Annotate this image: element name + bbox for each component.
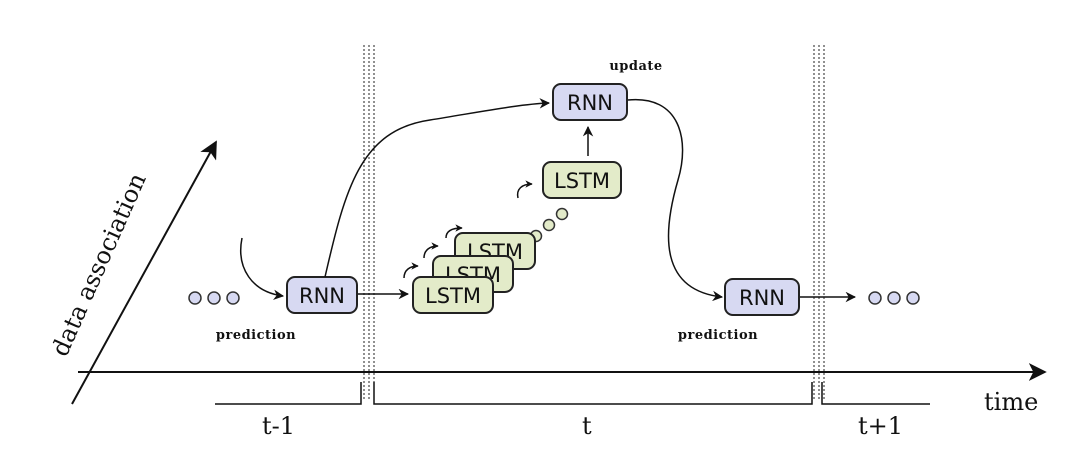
ellipsis-dots-right [868,291,920,305]
prediction-label-right: prediction [678,328,758,343]
input-arrow-left [240,237,285,300]
rnn-prediction-right: RNN [724,278,800,316]
time-step-t: t [582,412,592,440]
lstm-top: LSTM [542,161,622,199]
data-association-axis-label: data association [46,169,152,361]
time-step-t-minus-1: t-1 [262,412,295,440]
rnn-label: RNN [739,286,785,310]
time-axis-label: time [984,388,1038,416]
rnn-label: RNN [567,91,613,115]
ellipsis-dots-lstm [529,207,569,243]
lstm-label: LSTM [425,284,481,308]
data-association-axis [71,140,217,405]
update-label: update [609,59,662,74]
arrow-rnn-to-update [324,98,551,278]
lstm-label: LSTM [554,169,610,193]
time-step-t-plus-1: t+1 [858,412,903,440]
rnn-update: RNN [552,83,628,121]
bracket-t-minus-1 [215,382,362,405]
rnn-label: RNN [299,284,345,308]
recurrent-arrows-stack [403,224,463,279]
ellipsis-dots-left [188,291,240,305]
recurrent-arrow-top [516,180,533,199]
bracket-t [373,382,813,405]
bracket-t-plus-1 [821,382,930,405]
prediction-label-left: prediction [216,328,296,343]
separator-left [363,45,375,400]
rnn-prediction-left: RNN [286,276,358,314]
lstm-stack-front: LSTM [412,276,494,314]
separator-right [813,45,825,400]
arrow-update-to-rnn-right [627,99,724,302]
